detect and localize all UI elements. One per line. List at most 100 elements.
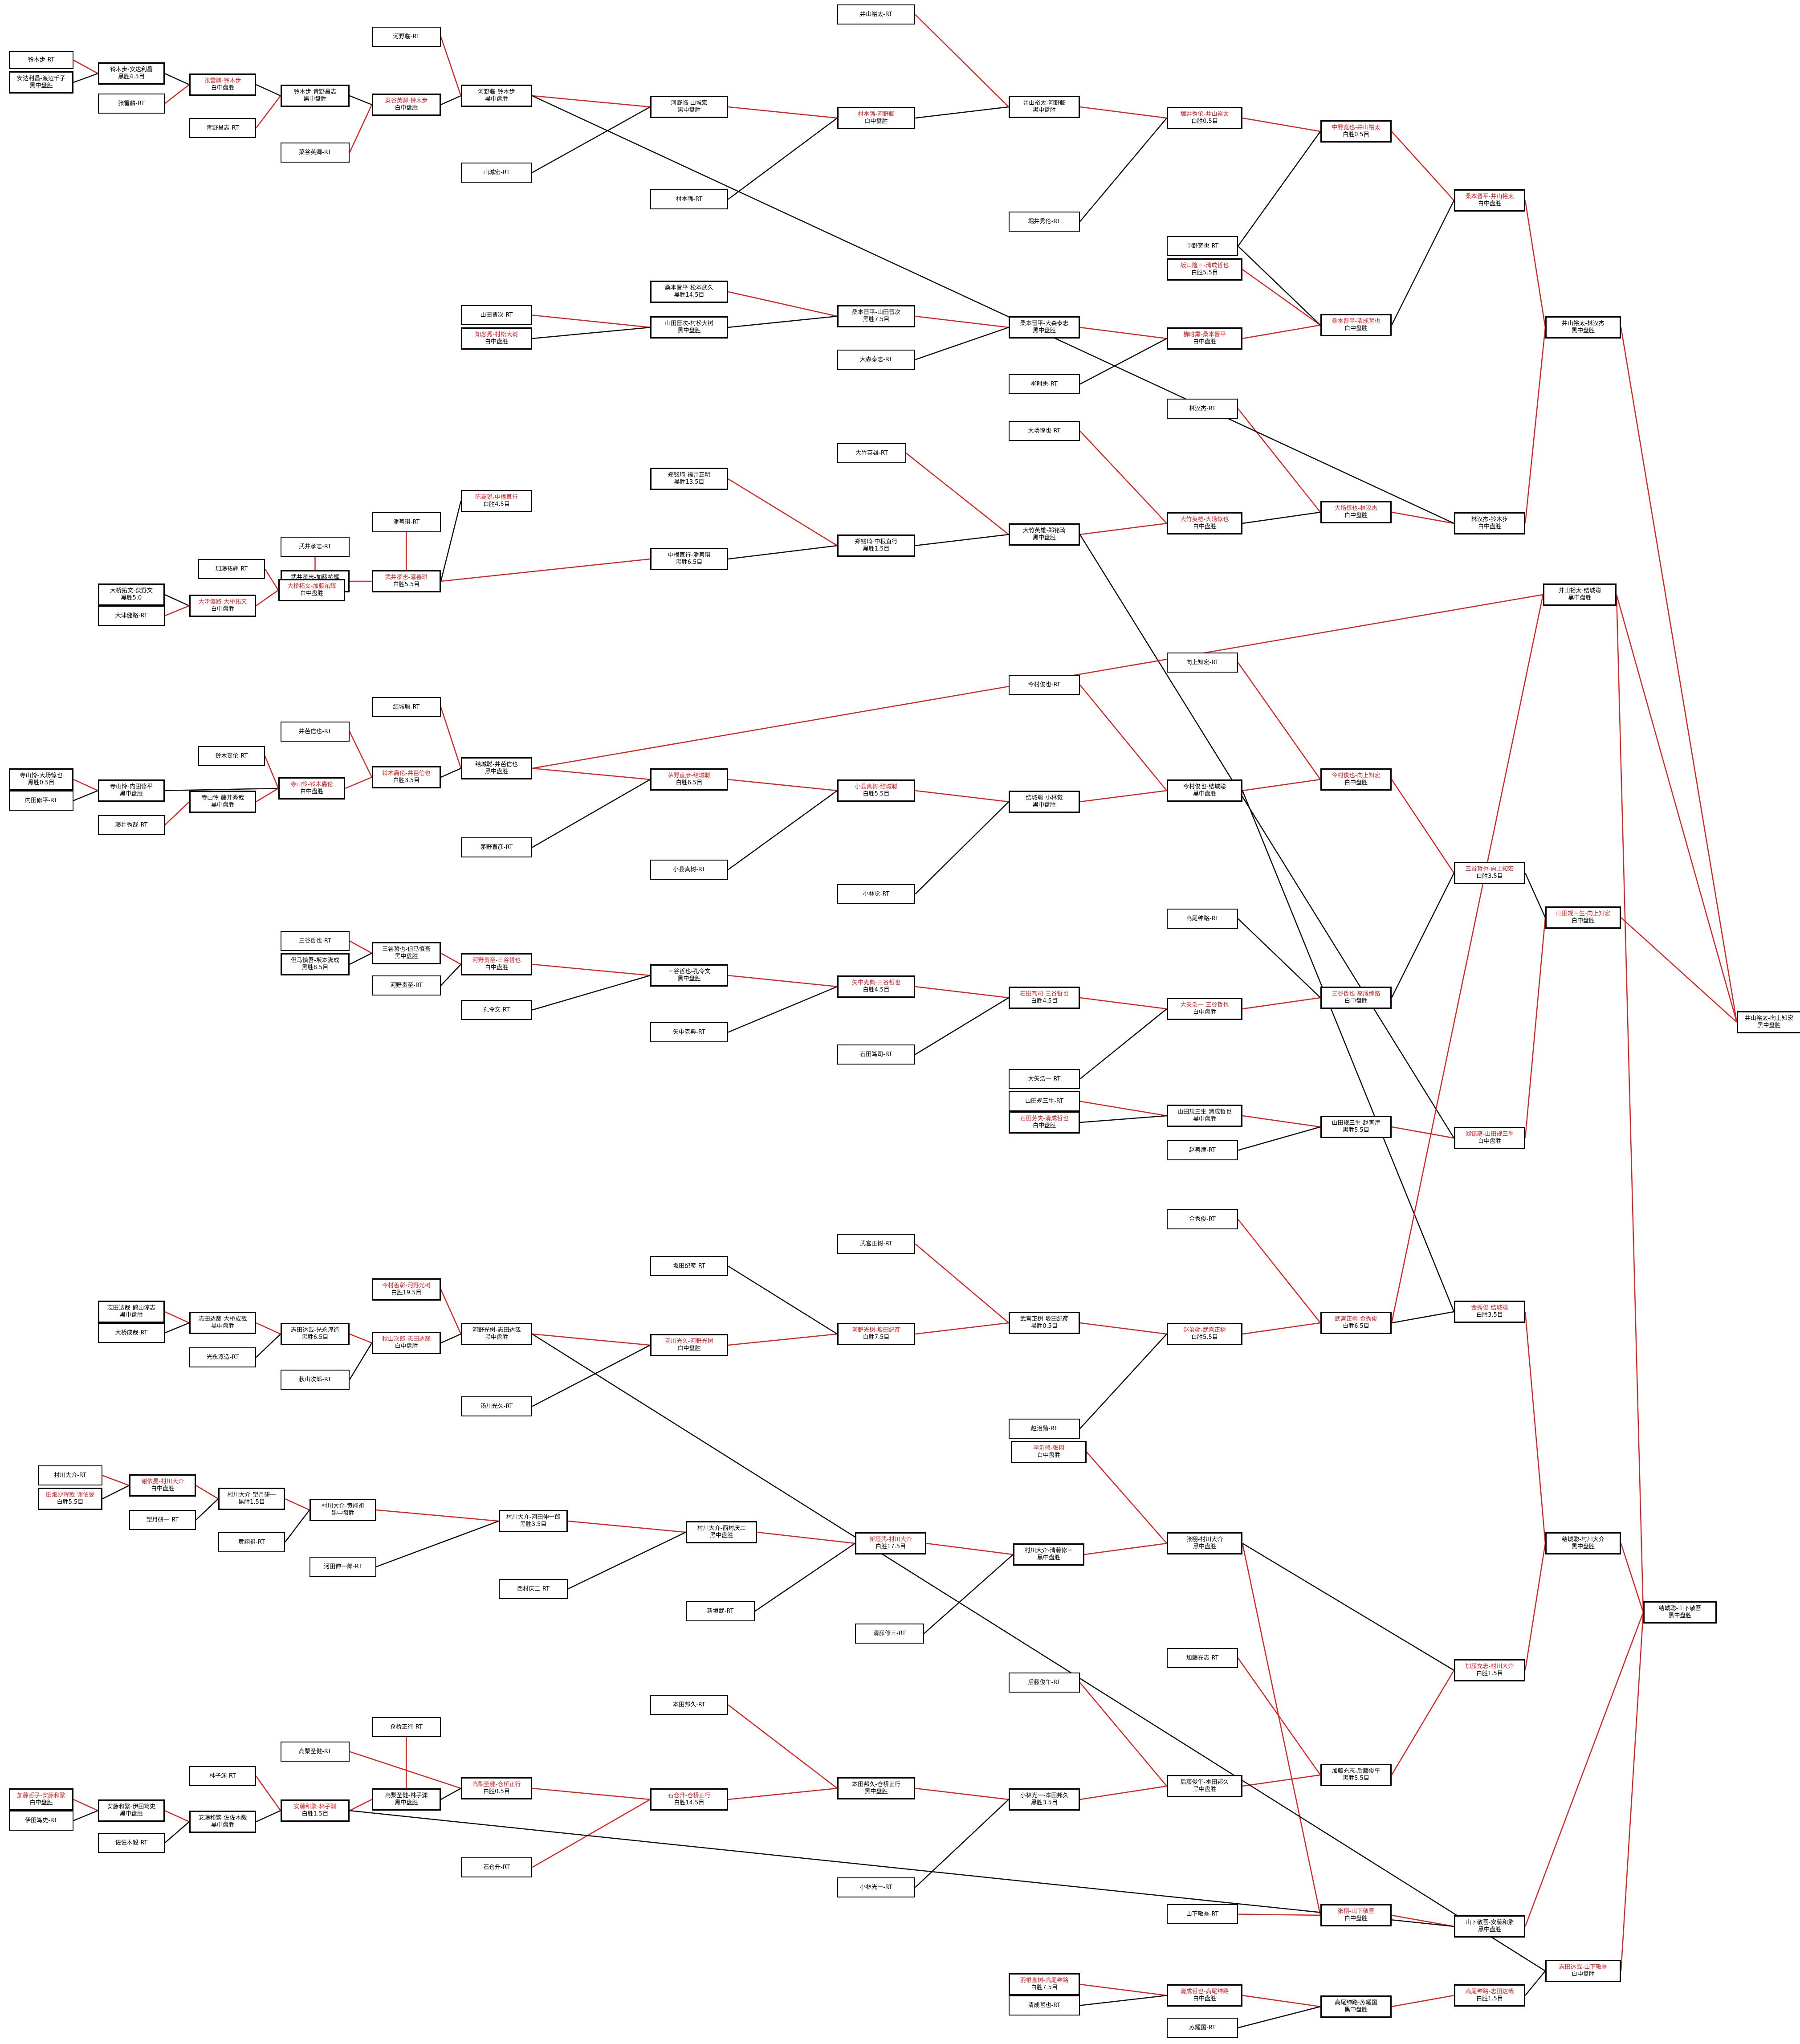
bracket-line — [532, 767, 651, 780]
match-result: 黑中盘胜 — [1571, 327, 1595, 334]
match-players: 黄翊祖-RT — [238, 1538, 265, 1546]
match-result: 黑胜3.5目 — [1031, 1799, 1058, 1806]
bracket-line — [915, 1787, 1009, 1800]
match-result: 白中盘胜 — [1193, 339, 1216, 345]
match-players: 今村俊也-RT — [1028, 681, 1061, 688]
match-result: 黑中盘胜 — [1193, 1786, 1216, 1793]
bracket-line — [532, 314, 651, 328]
match-result: 黑中盘胜 — [1032, 802, 1056, 808]
match-box: 山下敬吾-RT — [1167, 1904, 1238, 1924]
match-box: 村川大介-RT — [38, 1465, 102, 1485]
match-players: 寺山怜-藤井秀哉 — [201, 795, 244, 801]
match-players: 山田规三生-RT — [1025, 1097, 1063, 1105]
match-box: 志田达哉-山下敬吾白中盘胜 — [1545, 1960, 1621, 1982]
match-players: 三谷哲也-孔令文 — [668, 968, 711, 975]
bracket-line — [532, 963, 651, 976]
match-result: 黑中盘胜 — [1193, 791, 1216, 797]
match-players: 结城聪-井芭信也 — [475, 761, 518, 768]
match-players: 武宫正树-RT — [860, 1240, 892, 1247]
match-box: 铃木嘉伦-井芭信也白胜3.5目 — [372, 766, 441, 788]
match-box: 河野临-RT — [372, 27, 441, 47]
match-result: 白胜17.5目 — [876, 1543, 906, 1550]
match-box: 本田邦久-仓桥正行黑中盘胜 — [837, 1777, 915, 1799]
match-result: 白中盘胜 — [1478, 200, 1501, 207]
match-players: 清成哲也-高尾绅路 — [1180, 1988, 1229, 1995]
match-box: 孔令文-RT — [461, 1000, 532, 1020]
match-players: 大森泰志-RT — [860, 356, 892, 363]
bracket-line — [264, 568, 279, 591]
match-box: 今村俊也-结城聪黑中盘胜 — [1167, 779, 1242, 802]
match-players: 村川大介-RT — [54, 1472, 86, 1479]
match-box: 三谷哲也-但马慎吾黑中盘胜 — [372, 942, 441, 964]
match-result: 黑胜8.5目 — [301, 964, 329, 971]
bracket-line — [1079, 1682, 1167, 1787]
match-box: 村川大介-西村庆二黑中盘胜 — [686, 1521, 757, 1543]
match-players: 志田达哉-大桥成哉 — [198, 1316, 247, 1322]
match-players: 加藤祐辉-RT — [215, 565, 248, 572]
match-players: 河野光树-志田达哉 — [472, 1327, 521, 1334]
bracket-line — [349, 1342, 373, 1380]
match-players: 武井孝志-潘善琪 — [385, 574, 428, 581]
match-box: 小县真树-RT — [650, 860, 728, 880]
bracket-line — [728, 315, 838, 328]
match-result: 黑中盘胜 — [1571, 1543, 1595, 1550]
match-players: 今村善彰-河野光树 — [382, 1282, 431, 1289]
match-box: 知念秀-村松大树白中盘胜 — [461, 327, 532, 350]
bracket-line — [1079, 534, 1455, 1138]
match-box: 大场惇也-RT — [1009, 421, 1080, 441]
match-box: 小林光一-RT — [837, 1877, 915, 1897]
match-players: 张栩-村川大介 — [1186, 1536, 1223, 1543]
match-players: 赵治勋-武宫正树 — [1183, 1327, 1226, 1334]
match-result: 黑中盘胜 — [119, 1811, 143, 1817]
match-players: 安藤和繁-佐佐木毅 — [198, 1815, 247, 1821]
match-box: 小林光一-本田邦久黑胜3.5目 — [1009, 1788, 1080, 1811]
bracket-line — [440, 1333, 461, 1344]
bracket-line — [1391, 131, 1454, 201]
match-result: 白中盘胜 — [300, 590, 323, 597]
match-box: 金秀俊-结城聪白胜3.5目 — [1454, 1301, 1525, 1323]
bracket-line — [256, 95, 281, 129]
bracket-line — [1391, 873, 1455, 998]
bracket-line — [915, 1322, 1009, 1335]
bracket-line — [728, 1704, 838, 1789]
match-result: 黑中盘胜 — [395, 953, 418, 960]
match-players: 仓桥正行-RT — [390, 1723, 423, 1730]
match-box: 中野宽也-RT — [1167, 236, 1238, 256]
match-box: 铃木步-青野昌志黑中盘胜 — [281, 85, 350, 107]
match-players: 本田邦久-RT — [673, 1701, 705, 1708]
bracket-line — [1242, 324, 1321, 339]
match-box: 秋山次郎-志田达哉白中盘胜 — [372, 1332, 441, 1354]
match-result: 白胜1.5目 — [301, 1811, 329, 1817]
match-result: 黑中盘胜 — [677, 975, 701, 982]
match-box: 村本强-RT — [650, 189, 728, 209]
match-players: 河野临-铃木步 — [478, 89, 515, 95]
match-box: 志田达哉-大桥成哉黑中盘胜 — [189, 1312, 256, 1334]
match-box: 石田笃司-三谷哲也白胜4.5目 — [1009, 987, 1080, 1009]
bracket-line — [1524, 327, 1546, 524]
match-result: 黑中盘胜 — [119, 791, 143, 797]
bracket-line — [728, 545, 838, 560]
match-players: 高梨圣健-仓桥正行 — [472, 1781, 521, 1788]
match-box: 向上知宏-RT — [1167, 653, 1238, 673]
match-box: 堀井秀伦-井山裕太白胜0.5目 — [1167, 107, 1242, 129]
match-box: 大桥拓文-加藤祐辉白中盘胜 — [278, 579, 345, 601]
match-box: 大场惇也-林汉杰白中盘胜 — [1320, 501, 1392, 523]
bracket-line — [164, 84, 190, 104]
bracket-line — [728, 1333, 838, 1346]
match-players: 李沂修-张栩 — [1033, 1445, 1064, 1452]
match-box: 井芭信也-RT — [281, 722, 350, 742]
match-box: 大竹英雄-RT — [837, 443, 906, 463]
bracket-line — [1391, 1995, 1454, 2007]
match-box: 小县真树-结城聪白胜5.5目 — [837, 779, 915, 802]
match-box: 河野贵至-三谷哲也白中盘胜 — [461, 953, 532, 975]
match-players: 河田伸一郎-RT — [324, 1563, 362, 1570]
match-result: 白胜3.5目 — [1476, 1312, 1503, 1318]
bracket-line — [532, 1799, 651, 1868]
bracket-line — [440, 501, 462, 582]
match-players: 山田规三生-向上知宏 — [1556, 910, 1610, 917]
match-players: 三谷哲也-但马慎吾 — [382, 946, 431, 953]
match-players: 小林觉-RT — [863, 890, 890, 898]
bracket-line — [915, 106, 1009, 119]
bracket-line — [1391, 1670, 1455, 1775]
